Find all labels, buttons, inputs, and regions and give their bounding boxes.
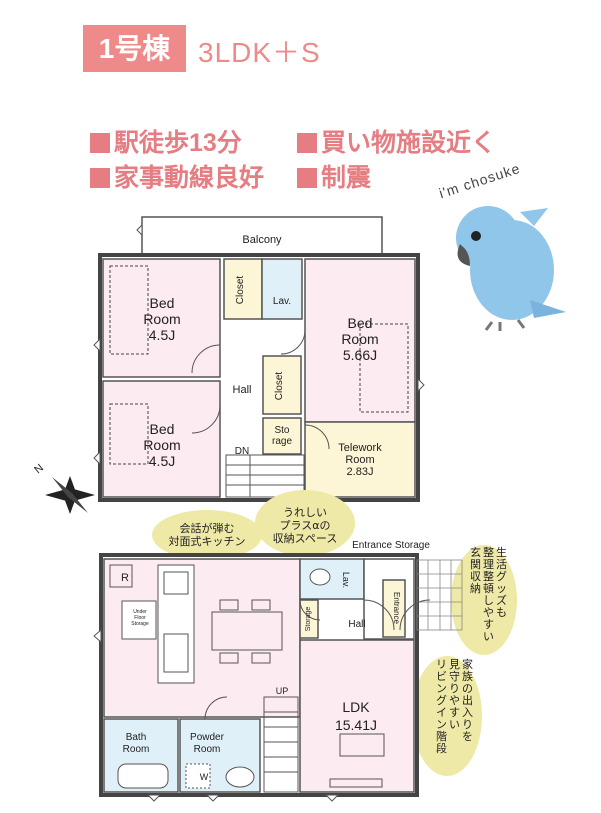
closet1-label: Closet bbox=[235, 276, 246, 305]
bubble-living-text: 家族の出入りを見守りやすいリビングイン階段 bbox=[436, 657, 473, 755]
closet-1 bbox=[223, 258, 263, 320]
up-label: UP bbox=[276, 686, 289, 696]
sink-icon bbox=[163, 633, 189, 673]
refrigerator-label: R bbox=[121, 572, 129, 584]
storage-1f-label: Storage bbox=[305, 607, 312, 632]
bed-room-2 bbox=[102, 380, 221, 498]
ldk-size: 15.41J bbox=[335, 717, 377, 733]
plan-type: 3LDK＋S bbox=[198, 37, 321, 68]
bathtub-icon bbox=[117, 763, 169, 789]
lav-2f-label: Lav. bbox=[273, 296, 291, 307]
feature-item: 制震 bbox=[297, 158, 371, 194]
bubble-kitchen-text: 会話が弾む対面式キッチン bbox=[169, 521, 246, 548]
parrot-mascot-icon bbox=[456, 206, 566, 331]
balcony-label: Balcony bbox=[242, 234, 282, 246]
bullet-square-icon bbox=[90, 168, 110, 188]
closet-2 bbox=[262, 355, 302, 415]
closet2-label: Closet bbox=[274, 372, 285, 401]
ldk bbox=[299, 639, 415, 793]
bubble-living bbox=[412, 656, 482, 776]
lavatory-1f bbox=[299, 558, 365, 600]
hall-1f-label: Hall bbox=[348, 619, 365, 630]
washbasin-icon bbox=[225, 766, 255, 788]
toilet-icon bbox=[309, 568, 331, 586]
under-floor-storage bbox=[121, 600, 157, 640]
washer-label: W bbox=[200, 772, 209, 782]
bubble-storage-text: うれしいプラスαの収納スペース bbox=[273, 506, 338, 545]
balcony bbox=[141, 216, 383, 258]
svg-text:N: N bbox=[32, 462, 46, 476]
entrance-label: Entrance bbox=[392, 592, 401, 625]
refrigerator-icon bbox=[109, 564, 133, 588]
entrance-closet bbox=[382, 579, 406, 638]
lavatory-2f bbox=[261, 258, 303, 320]
sofa bbox=[339, 733, 385, 757]
staircase-2f bbox=[225, 454, 305, 498]
bubble-kitchen bbox=[152, 510, 262, 560]
bed-room-1 bbox=[102, 258, 221, 378]
bullet-square-icon bbox=[297, 133, 317, 153]
feature-item: 買い物施設近く bbox=[297, 123, 496, 159]
feature-bubbles: 会話が弾む対面式キッチン うれしいプラスαの収納スペース 生活グッズも整理整頓し… bbox=[152, 490, 517, 776]
hall-2f-label: Hall bbox=[233, 384, 252, 396]
stove-icon bbox=[163, 571, 189, 595]
kitchen-counter bbox=[157, 564, 195, 684]
dn-label: DN bbox=[235, 446, 249, 457]
storage-1f bbox=[299, 599, 319, 639]
telework-room bbox=[304, 421, 416, 498]
feature-item: 家事動線良好 bbox=[90, 158, 264, 194]
lav-1f-label: Lav. bbox=[341, 572, 351, 588]
entrance-tiles bbox=[416, 559, 463, 631]
bubble-entrance-text: 生活グッズも整理整頓しやすい玄関収納 bbox=[470, 545, 507, 643]
building-badge: 1号棟 bbox=[83, 25, 186, 72]
bullet-square-icon bbox=[90, 133, 110, 153]
compass-icon: N bbox=[32, 462, 95, 514]
feature-item: 駅徒歩13分 bbox=[90, 123, 242, 159]
storage-2f bbox=[262, 417, 302, 455]
bubble-storage bbox=[255, 490, 355, 556]
dining-table bbox=[211, 611, 283, 651]
bubble-entrance bbox=[451, 545, 517, 655]
washer-icon bbox=[185, 763, 211, 789]
tv-stand bbox=[329, 778, 383, 788]
staircase-1f bbox=[263, 696, 299, 793]
entrance-storage-label: Entrance Storage bbox=[352, 540, 430, 551]
ldk-label: LDK bbox=[342, 699, 370, 715]
bullet-square-icon bbox=[297, 168, 317, 188]
